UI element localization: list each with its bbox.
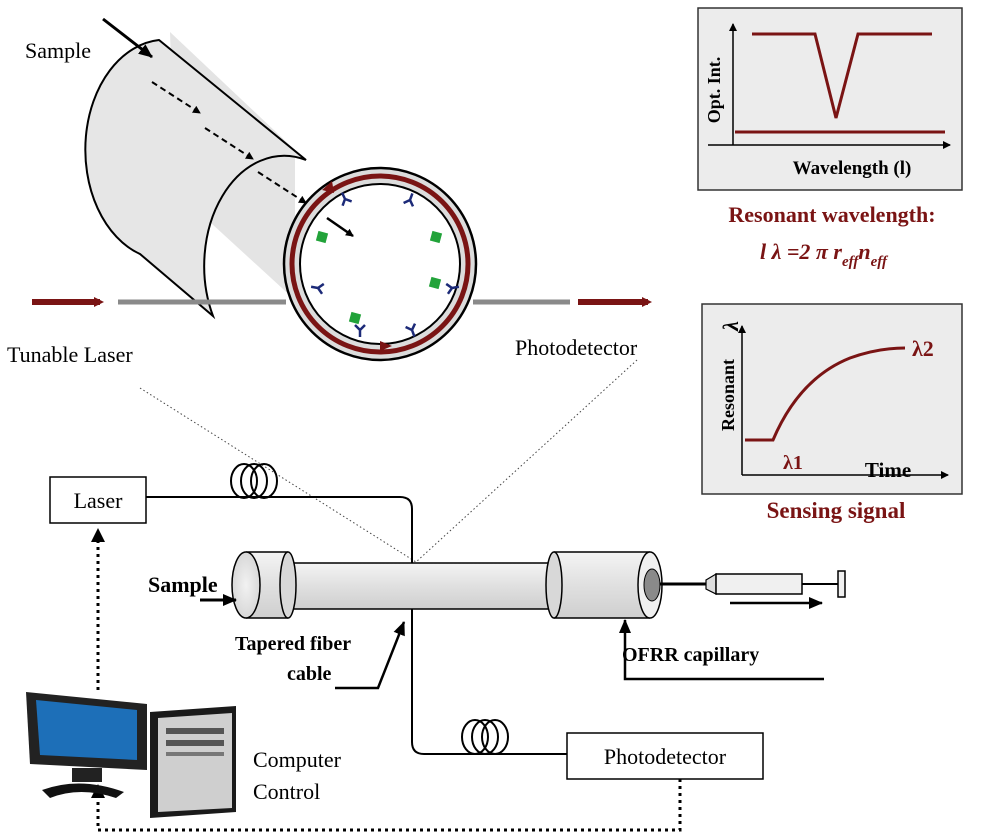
flow-arrow-inside — [326, 216, 354, 238]
antibody-icon — [445, 282, 460, 295]
antibody-icon — [403, 192, 415, 207]
inset-resonance: Opt. Int. Wavelength (l) — [697, 7, 963, 191]
target-molecule-icon — [428, 276, 442, 290]
tower-slot — [166, 752, 224, 756]
sensing-signal-curve — [745, 346, 906, 442]
monitor-neck — [72, 768, 102, 782]
capillary-cylinder — [84, 32, 478, 362]
tapered-fiber-pointer — [335, 621, 406, 690]
zoom-line-right — [415, 359, 638, 563]
sensing-ylabel-symbol: λ — [718, 321, 743, 332]
syringe-barrel — [715, 573, 803, 595]
left-connector-face — [231, 551, 261, 619]
ring-arrow-top — [322, 181, 334, 193]
monitor-screen — [36, 700, 137, 760]
resonant-wavelength-caption: Resonant wavelength: — [728, 202, 935, 227]
inset-sensing-panel — [701, 303, 963, 495]
laser-box-label: Laser — [74, 488, 124, 513]
right-connector-inner — [545, 551, 563, 619]
sample-inlet-label: Sample — [148, 572, 218, 597]
resonant-ring — [289, 173, 471, 355]
ofrr-capillary-pointer — [619, 619, 824, 681]
tunable-laser-label: Tunable Laser — [7, 342, 133, 367]
computer-icon — [26, 692, 236, 818]
antibody-icon — [340, 192, 353, 207]
sensing-ylabel: Resonant — [718, 359, 738, 431]
capillary-tube — [285, 562, 557, 610]
right-connector-body — [554, 552, 650, 618]
tower-front — [158, 713, 232, 812]
resonance-formula: l λ =2 π reffneff — [760, 239, 889, 270]
photodetector-label: Photodetector — [515, 335, 638, 360]
syringe-thumb-rest — [837, 570, 846, 598]
photodetector-box — [566, 732, 764, 780]
left-connector-inner — [279, 551, 297, 619]
tower-drive-bay — [166, 728, 224, 734]
laser-box — [49, 476, 147, 524]
cylinder-body — [84, 38, 307, 320]
sensing-signal-caption: Sensing signal — [767, 498, 906, 523]
computer-control-label-line2: Control — [253, 779, 320, 804]
ofrr-capillary-label: OFRR capillary — [622, 644, 759, 666]
capillary-lumen — [299, 183, 461, 345]
antibody-icon — [310, 282, 325, 295]
control-arrow-to-laser — [91, 528, 105, 542]
monitor-stand — [42, 783, 124, 798]
tapered-fiber-label-line2: cable — [287, 663, 332, 685]
fiber-path — [146, 496, 567, 755]
capillary-outlet — [643, 568, 661, 602]
ofrr-capillary-tube — [231, 551, 663, 619]
inset-sensing: Resonant λ λ2 λ1 Time — [701, 303, 963, 495]
target-molecule-icon — [429, 230, 443, 244]
zoom-line-left — [139, 387, 417, 563]
syringe-icon — [660, 570, 846, 598]
antibodies — [310, 192, 460, 338]
photodetector-box-label: Photodetector — [604, 744, 727, 769]
sensing-xlabel: Time — [865, 458, 911, 482]
resonance-dip-curve — [752, 32, 932, 119]
computer-control-label: Computer — [253, 747, 342, 772]
tower-drive-bay — [166, 740, 224, 746]
ring-arrow-bottom — [380, 341, 392, 351]
antibody-icon — [405, 323, 417, 338]
resonance-xlabel: Wavelength (l) — [793, 158, 912, 179]
target-molecules — [315, 230, 443, 325]
sample-inlet-arrow — [102, 17, 153, 59]
target-molecule-icon — [315, 230, 329, 244]
resonance-ylabel: Opt. Int. — [704, 57, 724, 124]
fiber-coil-bottom — [461, 719, 509, 755]
antibody-icon — [354, 324, 366, 337]
target-molecule-icon — [348, 311, 362, 325]
flow-arrows — [151, 81, 354, 238]
lambda2-label: λ2 — [912, 336, 934, 361]
tapered-fiber-label: Tapered fiber — [235, 633, 351, 655]
fiber-coil-top — [230, 463, 278, 499]
sample-label: Sample — [25, 38, 91, 63]
lambda1-label: λ1 — [783, 452, 803, 474]
